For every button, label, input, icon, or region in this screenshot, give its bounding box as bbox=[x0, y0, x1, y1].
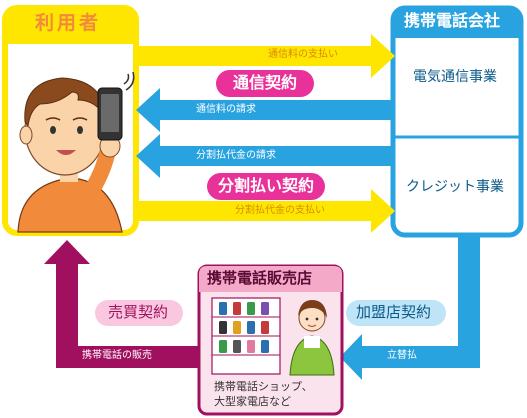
contract-pill-telecom bbox=[216, 70, 314, 97]
carrier-box bbox=[390, 5, 524, 238]
flow-label-phone-sale: 携帯電話の販売 bbox=[82, 350, 152, 361]
carrier-credit-section: クレジット事業 bbox=[406, 179, 504, 195]
shop-box-title: 携帯電話販売店 bbox=[207, 269, 313, 287]
shop-shelf-illustration bbox=[211, 297, 281, 375]
contract-pill-merchant bbox=[346, 300, 446, 326]
carrier-telecom-section: 電気通信事業 bbox=[413, 69, 497, 85]
user-illustration bbox=[17, 71, 135, 233]
contract-label-merchant: 加盟店契約 bbox=[356, 303, 432, 321]
arrow-telecom-fee-invoice bbox=[136, 88, 393, 132]
arrow-installment-payment bbox=[136, 189, 395, 233]
flow-label-telecom-fee-payment: 通信料の支払い bbox=[268, 49, 338, 60]
shop-box bbox=[197, 264, 344, 416]
user-box-title: 利用者 bbox=[35, 12, 102, 34]
carrier-box-title: 携帯電話会社 bbox=[404, 11, 501, 30]
flow-label-telecom-fee-invoice: 通信料の請求 bbox=[196, 104, 256, 115]
shop-clerk-illustration bbox=[289, 300, 335, 376]
contract-pill-sales bbox=[95, 300, 183, 326]
arrow-phone-sale bbox=[44, 240, 199, 368]
contract-label-telecom: 通信契約 bbox=[233, 73, 298, 92]
contract-pill-installment bbox=[207, 173, 325, 200]
flow-label-installment-invoice: 分割払代金の請求 bbox=[196, 150, 276, 161]
smartphone-icon bbox=[97, 71, 135, 141]
arrow-installment-invoice bbox=[136, 134, 393, 178]
flow-label-advance-payment: 立替払 bbox=[387, 350, 417, 361]
contract-label-sales: 売買契約 bbox=[108, 303, 169, 321]
shop-caption-line2: 大型家電店など bbox=[214, 395, 291, 408]
arrow-advance-payment bbox=[340, 233, 480, 380]
flow-label-installment-payment: 分割払代金の支払い bbox=[235, 205, 325, 216]
contract-label-installment: 分割払い契約 bbox=[218, 176, 315, 195]
shop-caption-line1: 携帯電話ショップ、 bbox=[214, 380, 313, 393]
arrow-telecom-fee-payment bbox=[136, 34, 395, 78]
